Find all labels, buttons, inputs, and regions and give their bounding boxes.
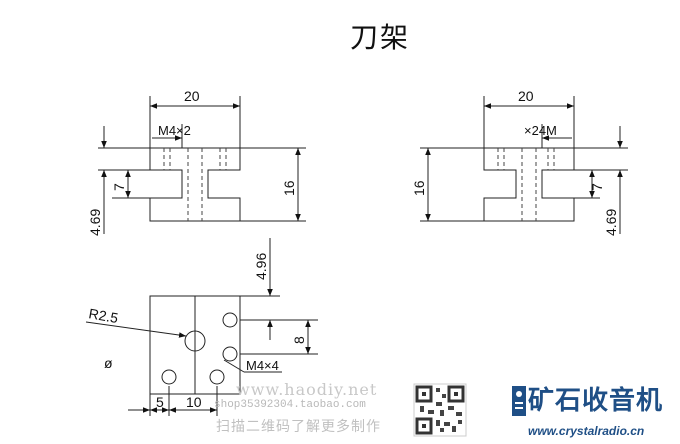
brand-radio-icon: [512, 386, 526, 416]
qr-code: [413, 383, 467, 437]
top-offset-label: 4.96: [253, 253, 269, 280]
watermark-shop-url: shop35392304.taobao.com: [214, 399, 366, 411]
brand-url: www.crystalradio.cn: [528, 424, 645, 438]
hole-spacing-label: 8: [291, 336, 307, 344]
left-thread-label: M4×2: [158, 123, 191, 138]
right-height-label: 16: [411, 180, 427, 196]
left-slot-label: 7: [111, 183, 127, 191]
hole-top-right: [222, 312, 238, 328]
left-height-label: 16: [281, 180, 297, 196]
left-offset-label: 4.69: [87, 209, 103, 236]
watermark-site: www.haodiy.net: [236, 380, 378, 399]
radius-label: R2.5: [87, 305, 119, 326]
right-view: [420, 96, 628, 234]
right-thread-label: ×24M: [524, 123, 557, 138]
left-view: [98, 96, 306, 234]
hole-bottom-right: [209, 369, 225, 385]
top-view: [85, 238, 318, 416]
hole-mid-right: [222, 346, 238, 362]
watermark-scan-text: 扫描二维码了解更多制作: [216, 419, 381, 435]
right-offset-label: 4.69: [603, 209, 619, 236]
top-thread-label: M4×4: [246, 358, 279, 373]
brand-name: 矿石收音机: [528, 386, 664, 416]
right-slot-label: 7: [589, 183, 605, 191]
left-width-label: 20: [184, 88, 200, 104]
hole-bottom-left: [161, 369, 177, 385]
bottom-dim-5: 5: [156, 394, 164, 410]
page-title: 刀架: [350, 21, 411, 54]
center-hole: [184, 330, 206, 352]
diameter-symbol: ø: [104, 355, 113, 371]
bottom-dim-10: 10: [186, 394, 202, 410]
right-width-label: 20: [518, 88, 534, 104]
